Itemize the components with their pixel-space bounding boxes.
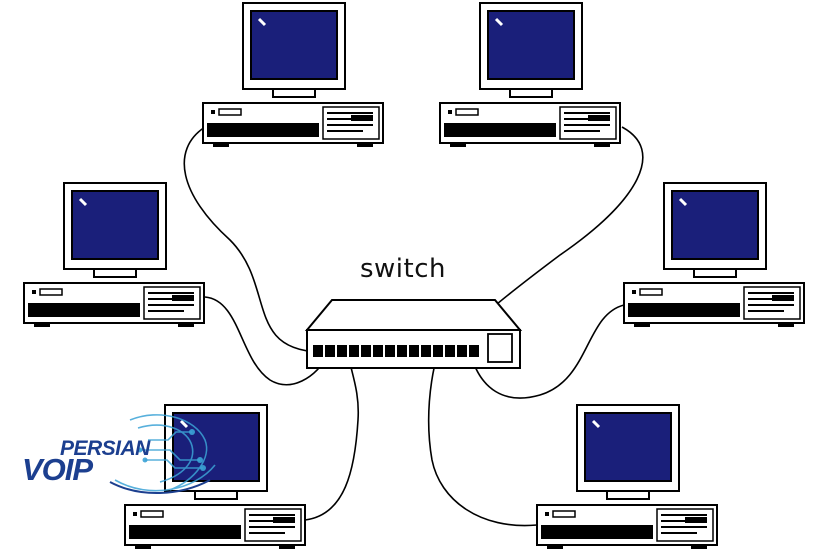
logo-text-voip: VOIP xyxy=(22,452,93,487)
cable-mid-right xyxy=(469,304,625,399)
cable-mid-left xyxy=(204,296,331,386)
cable-top-left xyxy=(183,126,321,353)
cable-bottom-right xyxy=(427,351,538,527)
computer-top-left xyxy=(201,1,385,149)
switch-label: switch xyxy=(360,254,447,284)
logo-text-persian: PERSIAN xyxy=(60,437,150,460)
computer-mid-right xyxy=(622,181,806,329)
computer-top-right xyxy=(438,1,622,149)
logo-circuit-icon xyxy=(109,414,216,495)
network-switch xyxy=(304,299,523,369)
computer-bottom-right xyxy=(535,403,719,551)
cable-bottom-left xyxy=(304,351,360,521)
computer-mid-left xyxy=(22,181,206,329)
persianvoip-logo: PERSIAN VOIP xyxy=(20,410,230,500)
